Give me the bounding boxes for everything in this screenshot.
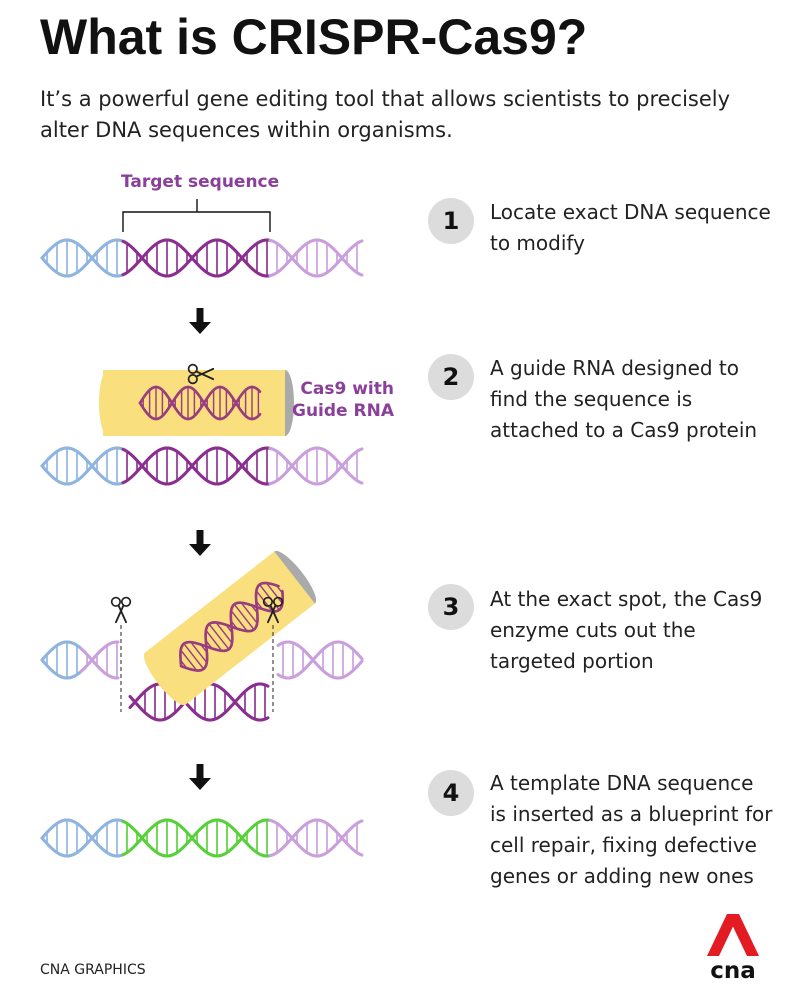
guide-rna-strand	[138, 385, 262, 421]
subtitle: It’s a powerful gene editing tool that a…	[40, 87, 731, 142]
down-arrow-icon	[189, 308, 211, 334]
dna-strand-step2	[40, 446, 364, 486]
dna-strand-repaired	[40, 818, 364, 858]
step-text-4: A template DNA sequence is inserted as a…	[490, 771, 773, 888]
scissors-icon	[110, 596, 132, 624]
crispr-diagram	[40, 199, 364, 858]
credit-text: CNA GRAPHICS	[40, 962, 146, 978]
cna-logo-icon: cna	[707, 914, 759, 982]
scissors-icon	[187, 363, 215, 385]
cas9-protein-tilted	[143, 550, 317, 706]
page-title: What is CRISPR-Cas9?	[40, 9, 588, 65]
step-number-2: 2	[428, 354, 474, 400]
cas9-label-line1: Cas9 with	[300, 379, 394, 399]
dna-fragment-left	[40, 640, 120, 680]
step-number-3: 3	[428, 584, 474, 630]
down-arrow-icon	[189, 530, 211, 556]
step-number-4: 4	[428, 770, 474, 816]
logo-text: cna	[710, 958, 756, 982]
target-sequence-label: Target sequence	[121, 172, 280, 192]
step-number-1: 1	[428, 198, 474, 244]
dna-fragment-right	[276, 640, 364, 680]
target-bracket	[122, 199, 271, 232]
down-arrow-icon	[189, 764, 211, 790]
cas9-label-line2: Guide RNA	[292, 401, 394, 421]
step-text-1: Locate exact DNA sequence to modify	[490, 200, 771, 255]
step-text-3: At the exact spot, the Cas9 enzyme cuts …	[490, 587, 763, 673]
scissors-icon	[262, 596, 284, 624]
step-text-2: A guide RNA designed to find the sequenc…	[490, 356, 758, 442]
dna-strand-step1	[40, 238, 364, 278]
cas9-guide-rna-label: Cas9 with Guide RNA	[292, 378, 394, 422]
